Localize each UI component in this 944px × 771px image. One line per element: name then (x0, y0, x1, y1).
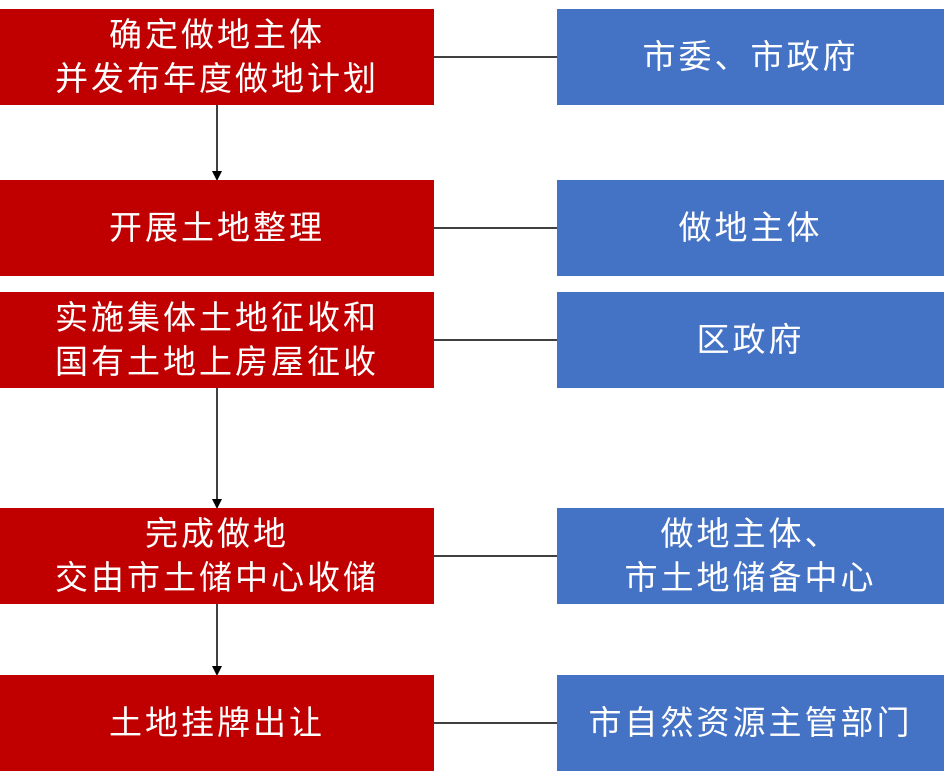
step-determine-subject: 确定做地主体 并发布年度做地计划 (0, 9, 434, 105)
step-text-line: 实施集体土地征收和 (55, 298, 379, 337)
step-text-line: 确定做地主体 (109, 15, 325, 54)
step-text-line: 并发布年度做地计划 (55, 59, 379, 98)
step-text-line: 开展土地整理 (109, 208, 325, 247)
owner-subject-and-land-reserve-center: 做地主体、 市土地储备中心 (557, 508, 944, 604)
step-text-line: 土地挂牌出让 (109, 703, 325, 742)
step-text-line: 国有土地上房屋征收 (55, 342, 379, 381)
step-text-line: 完成做地 (145, 514, 289, 553)
owner-text-line: 市委、市政府 (642, 37, 859, 76)
step-complete-and-store: 完成做地 交由市土储中心收储 (0, 508, 434, 604)
owner-land-preparation-subject: 做地主体 (557, 180, 944, 276)
step-land-expropriation: 实施集体土地征收和 国有土地上房屋征收 (0, 292, 434, 388)
step-land-consolidation: 开展土地整理 (0, 180, 434, 276)
owner-text-line: 做地主体 (678, 208, 823, 247)
step-text-line: 交由市土储中心收储 (55, 558, 379, 597)
step-listing-transfer: 土地挂牌出让 (0, 675, 434, 771)
owner-text-line: 市自然资源主管部门 (588, 703, 913, 742)
owner-text-line: 市土地储备中心 (624, 558, 877, 597)
owner-natural-resources-department: 市自然资源主管部门 (557, 675, 944, 771)
owner-district-government: 区政府 (557, 292, 944, 388)
owner-municipal-committee-government: 市委、市政府 (557, 9, 944, 105)
owner-text-line: 区政府 (696, 320, 805, 359)
owner-text-line: 做地主体、 (660, 514, 841, 553)
